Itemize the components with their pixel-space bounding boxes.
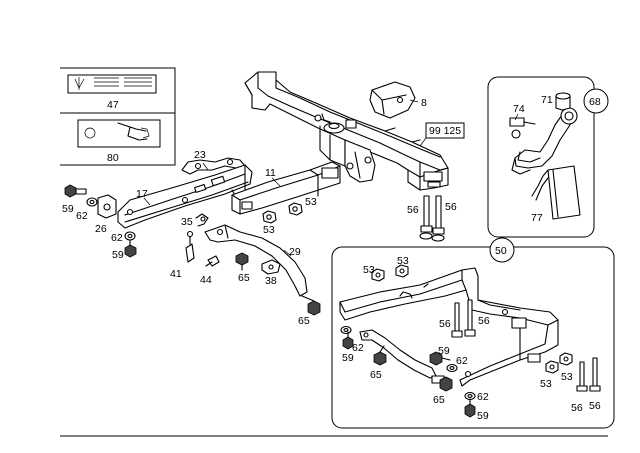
label-59-a: 59 xyxy=(62,203,74,215)
label-62-e: 62 xyxy=(477,391,489,403)
label-23: 23 xyxy=(194,149,206,161)
label-62-a: 62 xyxy=(76,210,88,222)
leader-lines xyxy=(143,99,419,257)
decal-reference-box: 47 80 xyxy=(60,67,176,166)
label-56-b: 56 xyxy=(445,201,457,213)
left-fastener-group: 59 62 26 62 59 xyxy=(62,184,137,261)
decal-47-sticker xyxy=(67,74,157,94)
label-17: 17 xyxy=(136,188,148,200)
label-53-b: 53 xyxy=(305,196,317,208)
crossmember-frame xyxy=(244,71,449,191)
decal-80-sticker xyxy=(77,119,161,148)
label-65-c: 65 xyxy=(370,369,382,381)
label-8: 8 xyxy=(421,97,427,109)
label-65-a: 65 xyxy=(238,272,250,284)
label-29: 29 xyxy=(289,246,301,258)
part-23-clip: 23 xyxy=(181,149,246,175)
part-71-cap xyxy=(555,92,571,111)
ref-box-99125: 99 125 xyxy=(419,122,465,147)
callout-50-box: 50 53 53 56 56 62 59 xyxy=(331,237,615,429)
callout-68-box: 68 74 71 77 xyxy=(487,76,609,238)
label-53-d: 53 xyxy=(397,255,409,267)
label-65-d: 65 xyxy=(433,394,445,406)
bolt-56-pair: 56 56 xyxy=(407,195,457,242)
label-56-e: 56 xyxy=(571,402,583,414)
label-56-f: 56 xyxy=(589,400,601,412)
part-38-bracket: 38 xyxy=(261,259,281,287)
label-68: 68 xyxy=(589,96,601,108)
ball-coupling xyxy=(509,107,578,175)
label-59-b: 59 xyxy=(112,249,124,261)
part-77-pouch xyxy=(531,165,581,220)
label-26: 26 xyxy=(95,223,107,235)
part-17-rail: 17 xyxy=(117,164,253,229)
bolt-65-lower: 65 xyxy=(298,295,321,327)
part-8-bracket: 8 xyxy=(369,81,427,119)
label-59-e: 59 xyxy=(477,410,489,422)
label-99125: 99 125 xyxy=(429,125,461,137)
label-80: 80 xyxy=(107,152,119,164)
label-47: 47 xyxy=(107,99,119,111)
label-53-f: 53 xyxy=(561,371,573,383)
label-11: 11 xyxy=(265,167,276,179)
label-74: 74 xyxy=(513,103,525,115)
label-56-a: 56 xyxy=(407,204,419,216)
label-62-c: 62 xyxy=(352,342,364,354)
part-29-bracket: 29 xyxy=(204,224,308,297)
bolt-65-upper: 65 xyxy=(235,252,250,284)
label-65-b: 65 xyxy=(298,315,310,327)
label-38: 38 xyxy=(265,275,277,287)
nut-53-pair: 53 53 xyxy=(262,196,317,236)
label-59-d: 59 xyxy=(438,345,450,357)
label-56-c: 56 xyxy=(439,318,451,330)
label-53-c: 53 xyxy=(363,264,375,276)
label-56-d: 56 xyxy=(478,315,490,327)
label-59-c: 59 xyxy=(342,352,354,364)
label-53-a: 53 xyxy=(263,224,275,236)
label-77: 77 xyxy=(531,212,543,224)
label-71: 71 xyxy=(541,94,553,106)
label-41: 41 xyxy=(170,268,182,280)
label-62-b: 62 xyxy=(111,232,123,244)
label-35: 35 xyxy=(181,216,193,228)
label-50: 50 xyxy=(495,245,507,257)
label-62-d: 62 xyxy=(456,355,468,367)
small-hardware-group: 35 41 44 xyxy=(170,213,220,286)
part-11-tube: 11 xyxy=(231,161,341,215)
label-44: 44 xyxy=(200,274,212,286)
label-53-e: 53 xyxy=(540,378,552,390)
